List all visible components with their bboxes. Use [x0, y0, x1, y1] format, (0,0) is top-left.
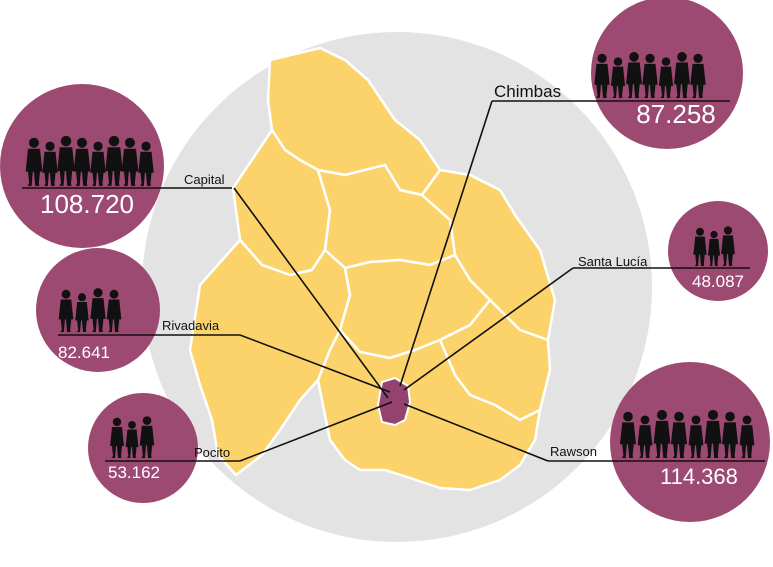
bubble-chimbas: 87.258: [492, 0, 743, 149]
population-bubbles: 108.720 Capital 87.258 Chimbas 48.087 Santa L…: [0, 0, 770, 522]
leader-line-chimbas: [399, 100, 493, 387]
label-chimbas: Chimbas: [494, 82, 561, 101]
leader-line-rawson: [403, 403, 549, 462]
label-santa-lucia: Santa Lucía: [578, 254, 648, 269]
label-rawson: Rawson: [550, 444, 597, 459]
label-rivadavia: Rivadavia: [162, 318, 220, 333]
population-chimbas: 87.258: [636, 99, 716, 129]
population-capital: 108.720: [40, 189, 134, 219]
leader-line-santa-lucia: [403, 267, 574, 391]
leader-line-rivadavia: [239, 334, 391, 393]
leader-line-pocito: [239, 401, 393, 462]
bubble-rawson: 114.368: [548, 362, 770, 522]
bubble-rivadavia: 82.641: [36, 248, 240, 372]
bubble-pocito: 53.162: [88, 393, 240, 503]
population-pocito: 53.162: [108, 463, 160, 482]
label-capital: Capital: [184, 172, 225, 187]
population-santa-lucia: 48.087: [692, 272, 744, 291]
leader-line-capital: [233, 187, 389, 399]
label-pocito: Pocito: [194, 445, 230, 460]
bubble-capital: 108.720: [0, 84, 232, 248]
bubble-santa-lucia: 48.087: [573, 201, 768, 301]
population-rivadavia: 82.641: [58, 343, 110, 362]
region-capital: [377, 377, 411, 426]
population-rawson: 114.368: [660, 464, 738, 489]
region-south: [316, 328, 542, 492]
leader-lines: [233, 100, 574, 462]
